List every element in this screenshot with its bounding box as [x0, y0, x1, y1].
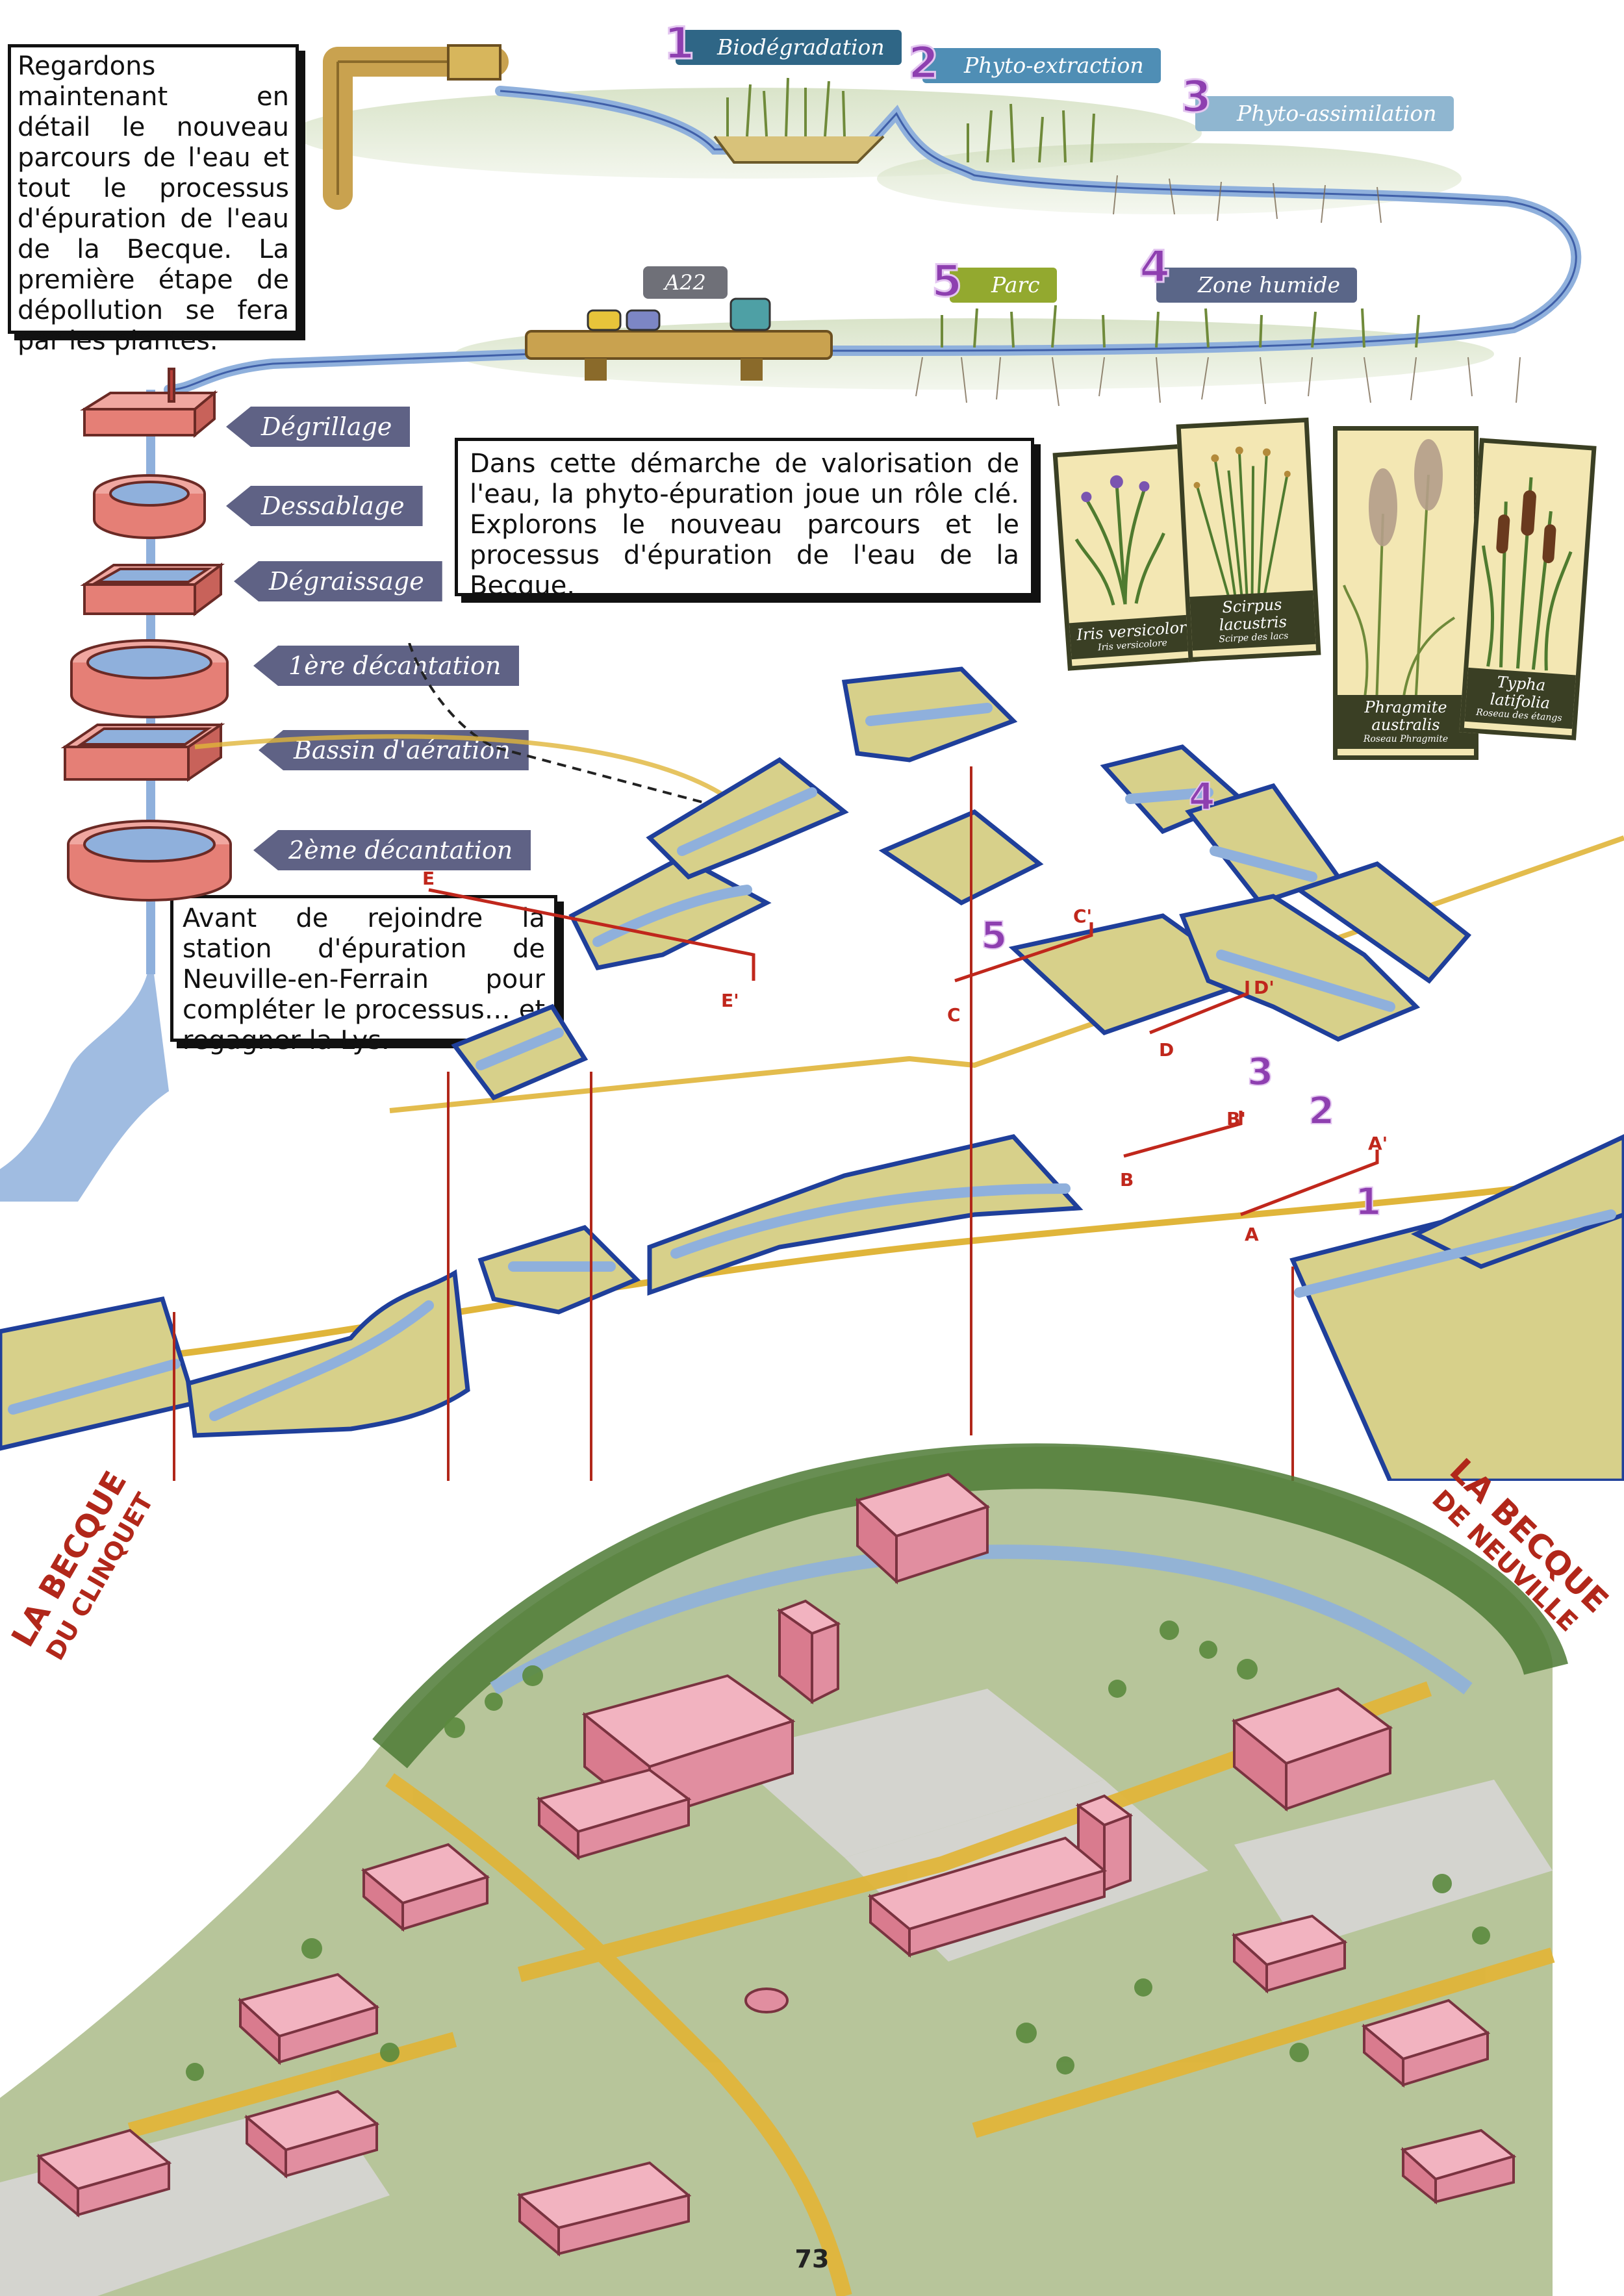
typha-icon — [1468, 448, 1582, 675]
map-number-5: 5 — [981, 913, 1007, 957]
map-number-4: 4 — [1189, 774, 1215, 818]
step-number: 3 — [1181, 71, 1212, 123]
step-number: 2 — [908, 38, 939, 89]
section-mark-e: E — [422, 868, 435, 889]
step-label-phyto-extraction: Phyto-extraction — [922, 48, 1161, 83]
town-axonometric — [0, 1416, 1624, 2296]
section-mark-d-prime: D' — [1254, 977, 1275, 998]
process-dessablage: Dessablage — [226, 486, 423, 526]
scirpus-icon — [1181, 428, 1304, 603]
process-degrillage: Dégrillage — [226, 407, 410, 447]
section-mark-c: C — [947, 1004, 961, 1026]
step-label-zone-humide: Zone humide — [1156, 268, 1357, 303]
map-number-3: 3 — [1247, 1050, 1273, 1094]
step-number: 5 — [932, 256, 962, 307]
section-mark-b-prime: B' — [1226, 1108, 1246, 1129]
step-number: 1 — [664, 18, 694, 69]
round-building — [746, 1989, 787, 2012]
car-icon — [731, 299, 770, 330]
step-label-parc: Parc — [950, 268, 1057, 303]
iris-icon — [1058, 455, 1183, 612]
terrain-slab — [883, 812, 1039, 903]
map-number-2: 2 — [1308, 1089, 1334, 1133]
map-number-1: 1 — [1355, 1180, 1381, 1224]
exploded-watercourse-diagram: E E' C C' D D' B B' A A' 1 2 3 4 5 — [0, 643, 1624, 1481]
car-icon — [588, 310, 620, 330]
step-label-biodegradation: Biodégradation — [676, 30, 902, 65]
page-number: 73 — [780, 2245, 844, 2273]
phyto-text-box: Dans cette démarche de valorisation de l… — [455, 438, 1034, 596]
section-mark-b: B — [1120, 1169, 1134, 1191]
road-label-a22: A22 — [643, 266, 728, 299]
car-icon — [627, 310, 659, 330]
section-mark-a: A — [1245, 1224, 1259, 1245]
section-mark-c-prime: C' — [1073, 905, 1092, 927]
terrain-slab — [650, 1137, 1078, 1293]
section-mark-a-prime: A' — [1368, 1133, 1388, 1154]
section-mark-e-prime: E' — [721, 990, 739, 1011]
step-label-phyto-assimilation: Phyto-assimilation — [1195, 96, 1454, 131]
section-mark-d: D — [1159, 1039, 1174, 1061]
process-degraissage: Dégraissage — [234, 561, 442, 601]
plant-species: Scirpus lacustris — [1191, 594, 1314, 636]
intro-text-box: Regardons maintenant en détail le nouvea… — [8, 44, 299, 334]
step-number: 4 — [1139, 242, 1170, 293]
